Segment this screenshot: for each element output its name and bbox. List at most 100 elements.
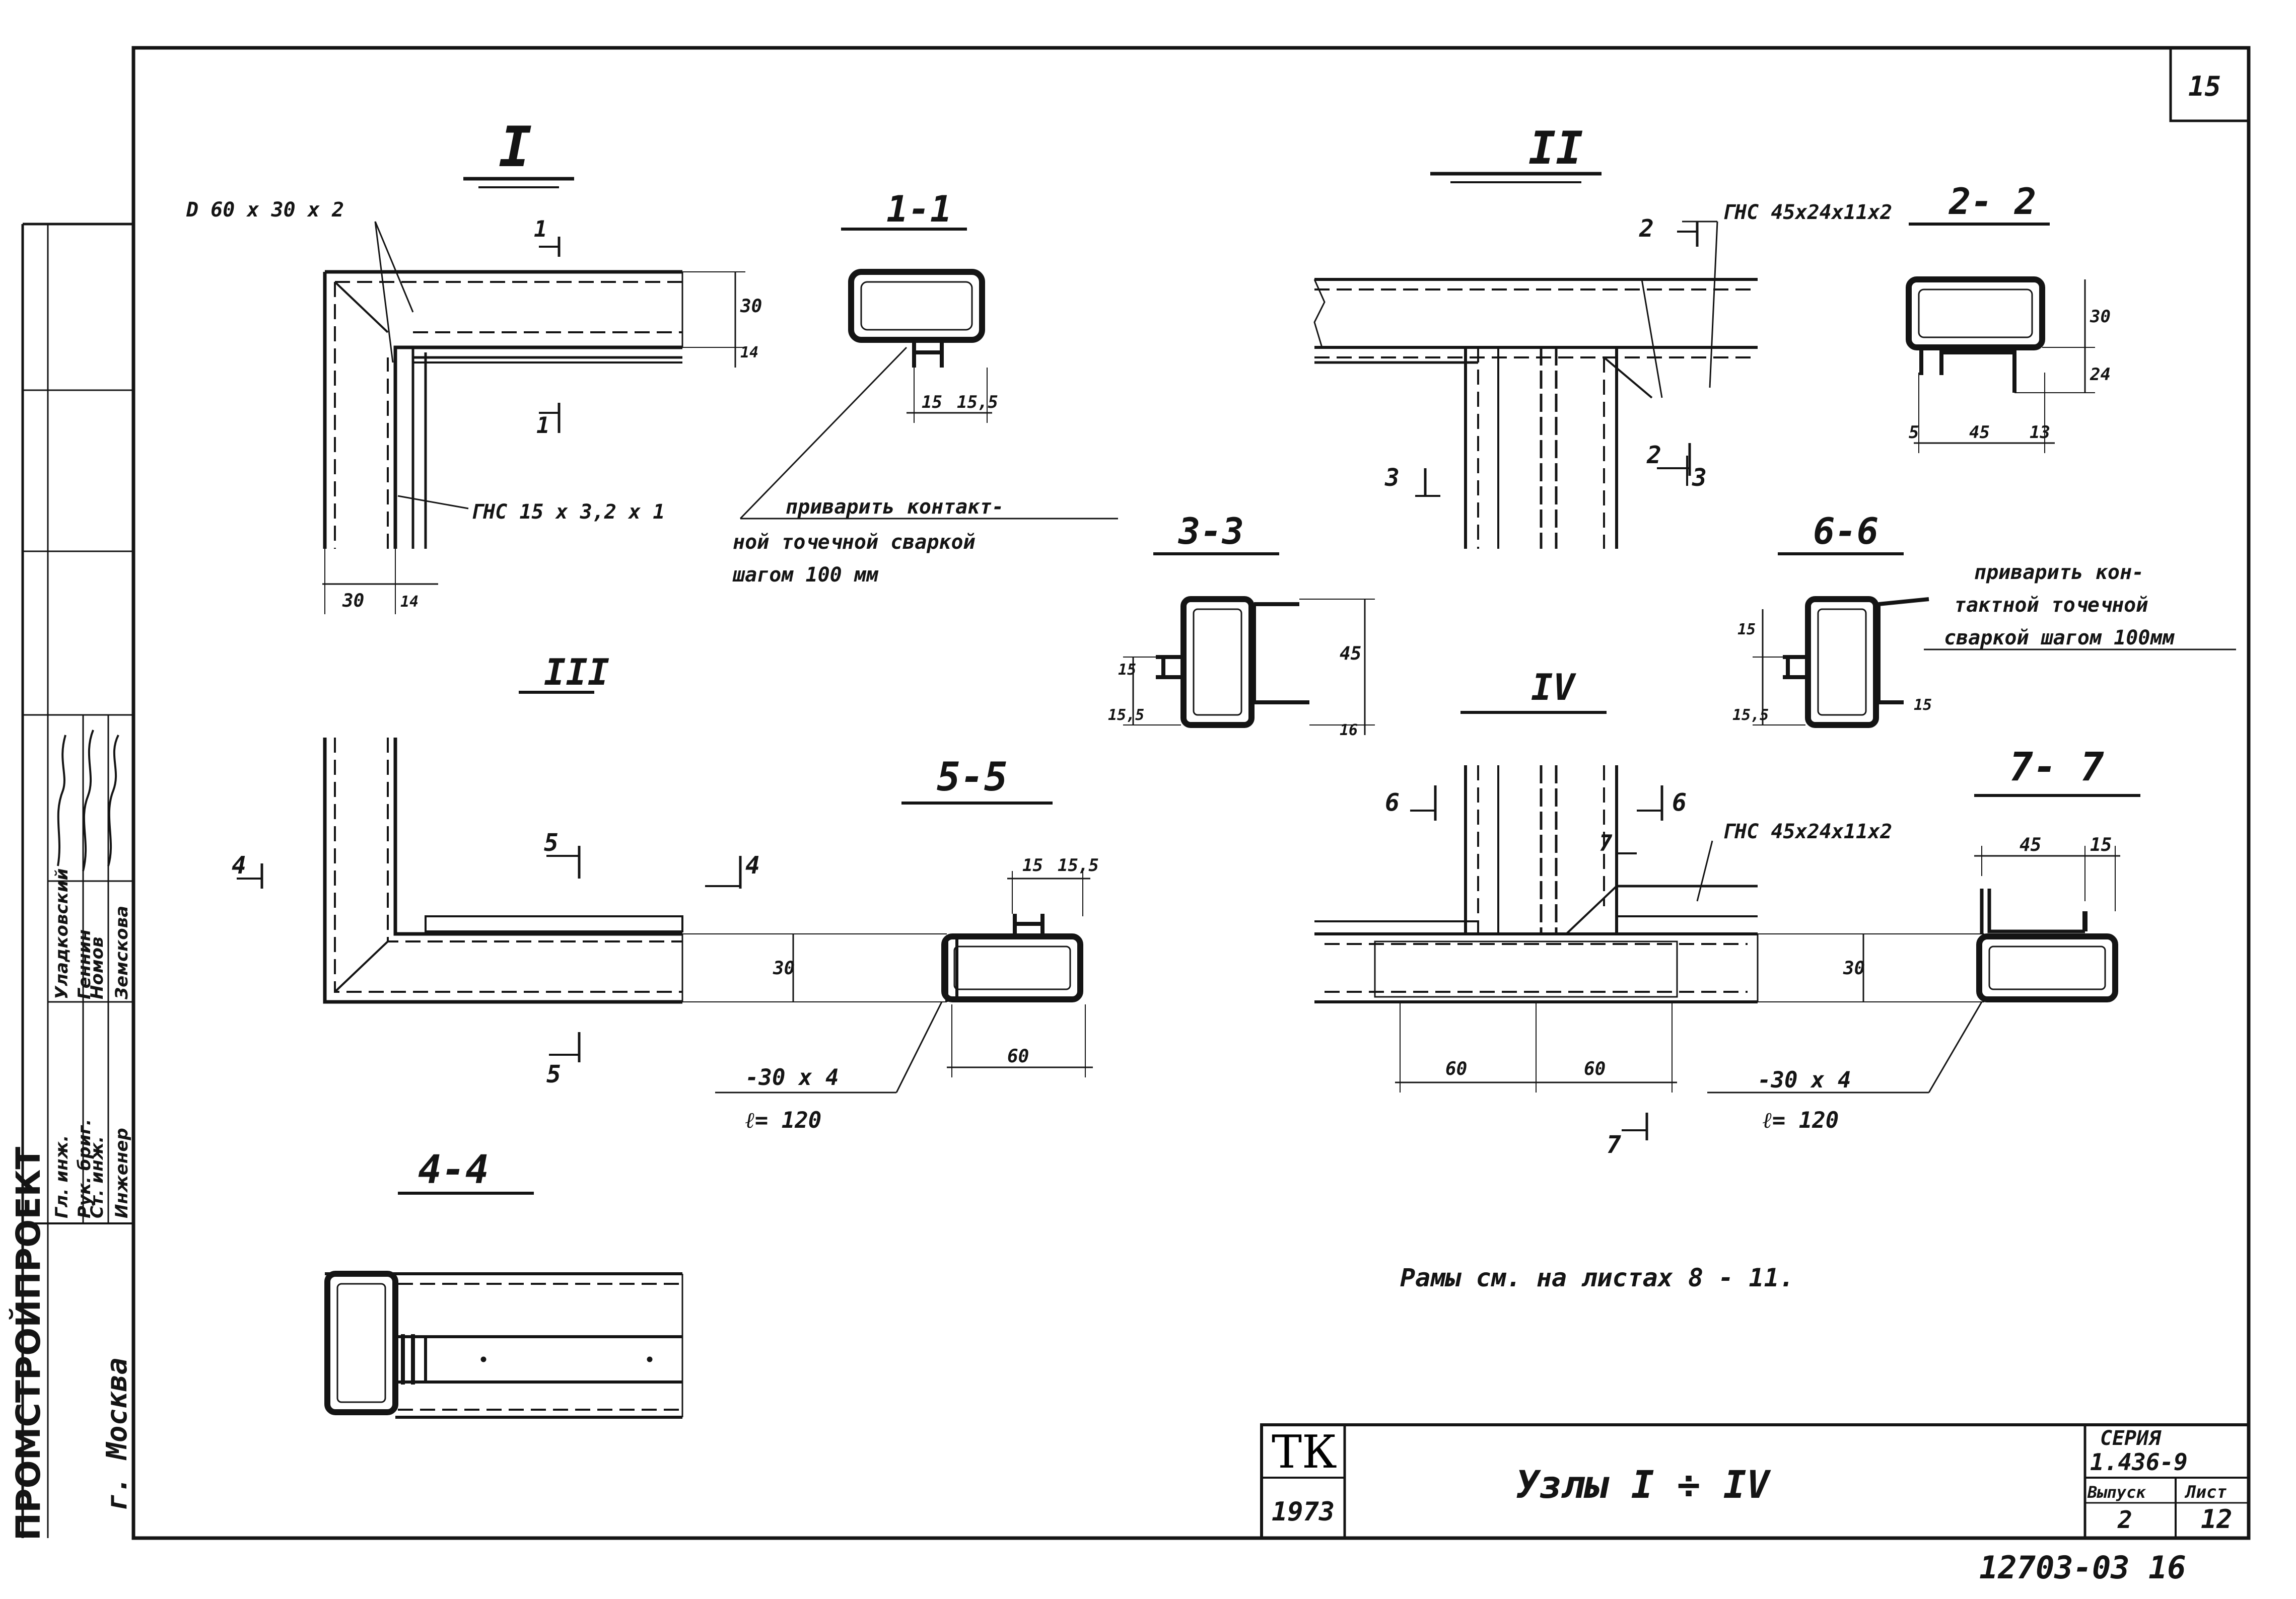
stamp-name-1: Уладковский xyxy=(52,868,72,999)
view-I-title: I xyxy=(499,115,532,179)
tk-mark: ТК xyxy=(1272,1426,1337,1479)
svg-text:ℓ= 120: ℓ= 120 xyxy=(745,1108,821,1133)
stamp-role-3: Ст. инж. xyxy=(87,1136,107,1218)
svg-text:13: 13 xyxy=(2030,422,2050,443)
section-5-5: 5-5 15 15,5 60 xyxy=(715,755,1099,1094)
svg-text:60: 60 xyxy=(1584,1059,1606,1079)
drawing-title: Узлы I ÷ IV xyxy=(1516,1462,1772,1507)
svg-text:сваркой шагом 100мм: сваркой шагом 100мм xyxy=(1944,626,2175,649)
svg-text:15: 15 xyxy=(1914,696,1932,714)
svg-text:30: 30 xyxy=(773,958,795,979)
svg-text:приварить кон-: приварить кон- xyxy=(1974,561,2144,584)
svg-text:3-3: 3-3 xyxy=(1177,510,1244,552)
svg-text:60: 60 xyxy=(1445,1059,1467,1079)
bottom-code: 12703-03 16 xyxy=(1979,1549,2186,1586)
section-7-7: 7- 7 45 15 xyxy=(1707,745,2140,1094)
view-I-profile-label: D 60 x 30 x 2 xyxy=(186,198,344,222)
svg-text:1: 1 xyxy=(536,413,550,439)
svg-text:тактной точечной: тактной точечной xyxy=(1954,594,2148,617)
drawing-frame xyxy=(131,46,2251,1540)
svg-text:III: III xyxy=(544,651,609,693)
section-3-3: 3-3 45 16 15 15,5 xyxy=(1108,510,1375,739)
svg-text:2: 2 xyxy=(1639,214,1654,243)
svg-text:30: 30 xyxy=(342,591,364,611)
series-label: СЕРИЯ xyxy=(2100,1427,2162,1450)
svg-text:4: 4 xyxy=(745,851,760,880)
title-block: ТК 1973 Узлы I ÷ IV СЕРИЯ 1.436-9 Выпуск… xyxy=(1260,1423,2250,1540)
svg-text:IV: IV xyxy=(1531,666,1576,708)
year: 1973 xyxy=(1272,1497,1335,1527)
svg-text:60: 60 xyxy=(1007,1046,1029,1067)
svg-text:7: 7 xyxy=(1599,831,1613,856)
sheet-number-box xyxy=(2169,46,2250,122)
svg-text:15,5: 15,5 xyxy=(957,392,998,412)
svg-text:15: 15 xyxy=(922,392,942,412)
svg-text:14: 14 xyxy=(400,593,419,611)
svg-text:3: 3 xyxy=(1692,464,1707,492)
svg-text:45: 45 xyxy=(1969,422,1990,443)
svg-text:15: 15 xyxy=(1737,621,1756,638)
weld-note-2: приварить кон- тактной точечной сваркой … xyxy=(1924,561,2236,650)
org-city: г. Москва xyxy=(101,1357,133,1510)
svg-text:шагом 100 мм: шагом 100 мм xyxy=(732,563,879,587)
svg-text:6: 6 xyxy=(1385,788,1400,817)
svg-text:II: II xyxy=(1528,122,1583,175)
series-value: 1.436-9 xyxy=(2090,1448,2188,1476)
svg-text:-30 x 4: -30 x 4 xyxy=(1758,1067,1851,1093)
stamp-name-3: Номов xyxy=(87,936,107,999)
sheet-number: 15 xyxy=(2188,70,2221,102)
svg-text:15,5: 15,5 xyxy=(1108,706,1144,724)
section-4-4: 4-4 xyxy=(324,1147,683,1419)
svg-text:5: 5 xyxy=(546,1060,561,1088)
section-6-6: 6-6 15 15,5 15 xyxy=(1732,510,1932,728)
svg-text:2: 2 xyxy=(1646,441,1661,469)
sheet-label: Лист xyxy=(2184,1482,2227,1502)
svg-text:15: 15 xyxy=(1118,661,1136,679)
svg-text:4-4: 4-4 xyxy=(418,1147,489,1193)
svg-text:4: 4 xyxy=(232,851,246,880)
frames-note: Рамы см. на листах 8 - 11. xyxy=(1400,1263,1794,1292)
stamp-name-4: Земскова xyxy=(112,905,132,999)
svg-text:24: 24 xyxy=(2090,365,2111,385)
view-I: I D 60 x 30 x 2 30 14 30 14 1 1 ГНС 15 x… xyxy=(186,115,762,614)
svg-text:-30 x 4: -30 x 4 xyxy=(745,1065,839,1091)
view-IV-channel-label: ГНС 45x24x11x2 xyxy=(1722,820,1892,843)
svg-text:16: 16 xyxy=(1340,721,1358,739)
svg-text:45: 45 xyxy=(2020,835,2041,855)
svg-text:45: 45 xyxy=(1340,643,1361,664)
stamp-role-1: Гл. инж. xyxy=(52,1135,72,1218)
svg-text:2- 2: 2- 2 xyxy=(1948,180,2036,223)
view-III: III 30 4 4 5 5 xyxy=(232,651,947,1088)
view-IV: IV 30 60 60 ГНС 45x24x11x2 6 6 7 xyxy=(1314,666,1984,1159)
svg-text:15,5: 15,5 xyxy=(1732,706,1769,724)
sheet-value: 12 xyxy=(2201,1504,2233,1535)
svg-text:15: 15 xyxy=(1022,855,1043,876)
svg-text:15,5: 15,5 xyxy=(1058,855,1099,876)
svg-text:1: 1 xyxy=(534,216,547,242)
stamp-role-4: Инженер xyxy=(112,1128,132,1218)
plate-note-a: -30 x 4 ℓ= 120 xyxy=(745,1065,839,1133)
view-II: II ГНС 45x24x11x2 2 2 3 3 xyxy=(1313,122,1892,549)
svg-text:7: 7 xyxy=(1607,1131,1621,1159)
svg-text:5-5: 5-5 xyxy=(937,755,1008,800)
svg-text:14: 14 xyxy=(740,344,758,361)
svg-text:ℓ= 120: ℓ= 120 xyxy=(1763,1108,1839,1133)
svg-text:30: 30 xyxy=(1843,958,1865,979)
issue-label: Выпуск xyxy=(2087,1483,2146,1502)
section-1-1: 1-1 15 15,5 xyxy=(739,188,998,520)
org-name: ПРОМСТРОЙПРОЕКТ xyxy=(9,1146,48,1541)
view-II-channel-label: ГНС 45x24x11x2 xyxy=(1722,201,1892,224)
svg-text:7- 7: 7- 7 xyxy=(2009,745,2104,790)
svg-text:5: 5 xyxy=(1909,422,1919,443)
view-I-channel-label: ГНС 15 x 3,2 x 1 xyxy=(471,500,665,524)
svg-text:15: 15 xyxy=(2090,835,2112,855)
svg-text:5: 5 xyxy=(544,829,559,857)
svg-text:3: 3 xyxy=(1384,464,1400,492)
svg-text:ной точечной сваркой: ной точечной сваркой xyxy=(733,531,976,554)
plate-note-b: -30 x 4 ℓ= 120 xyxy=(1758,1067,1851,1133)
svg-text:30: 30 xyxy=(740,296,762,317)
svg-text:30: 30 xyxy=(2090,307,2111,327)
svg-text:1-1: 1-1 xyxy=(886,188,952,230)
section-2-2: 2- 2 30 24 5 45 13 xyxy=(1906,180,2111,453)
